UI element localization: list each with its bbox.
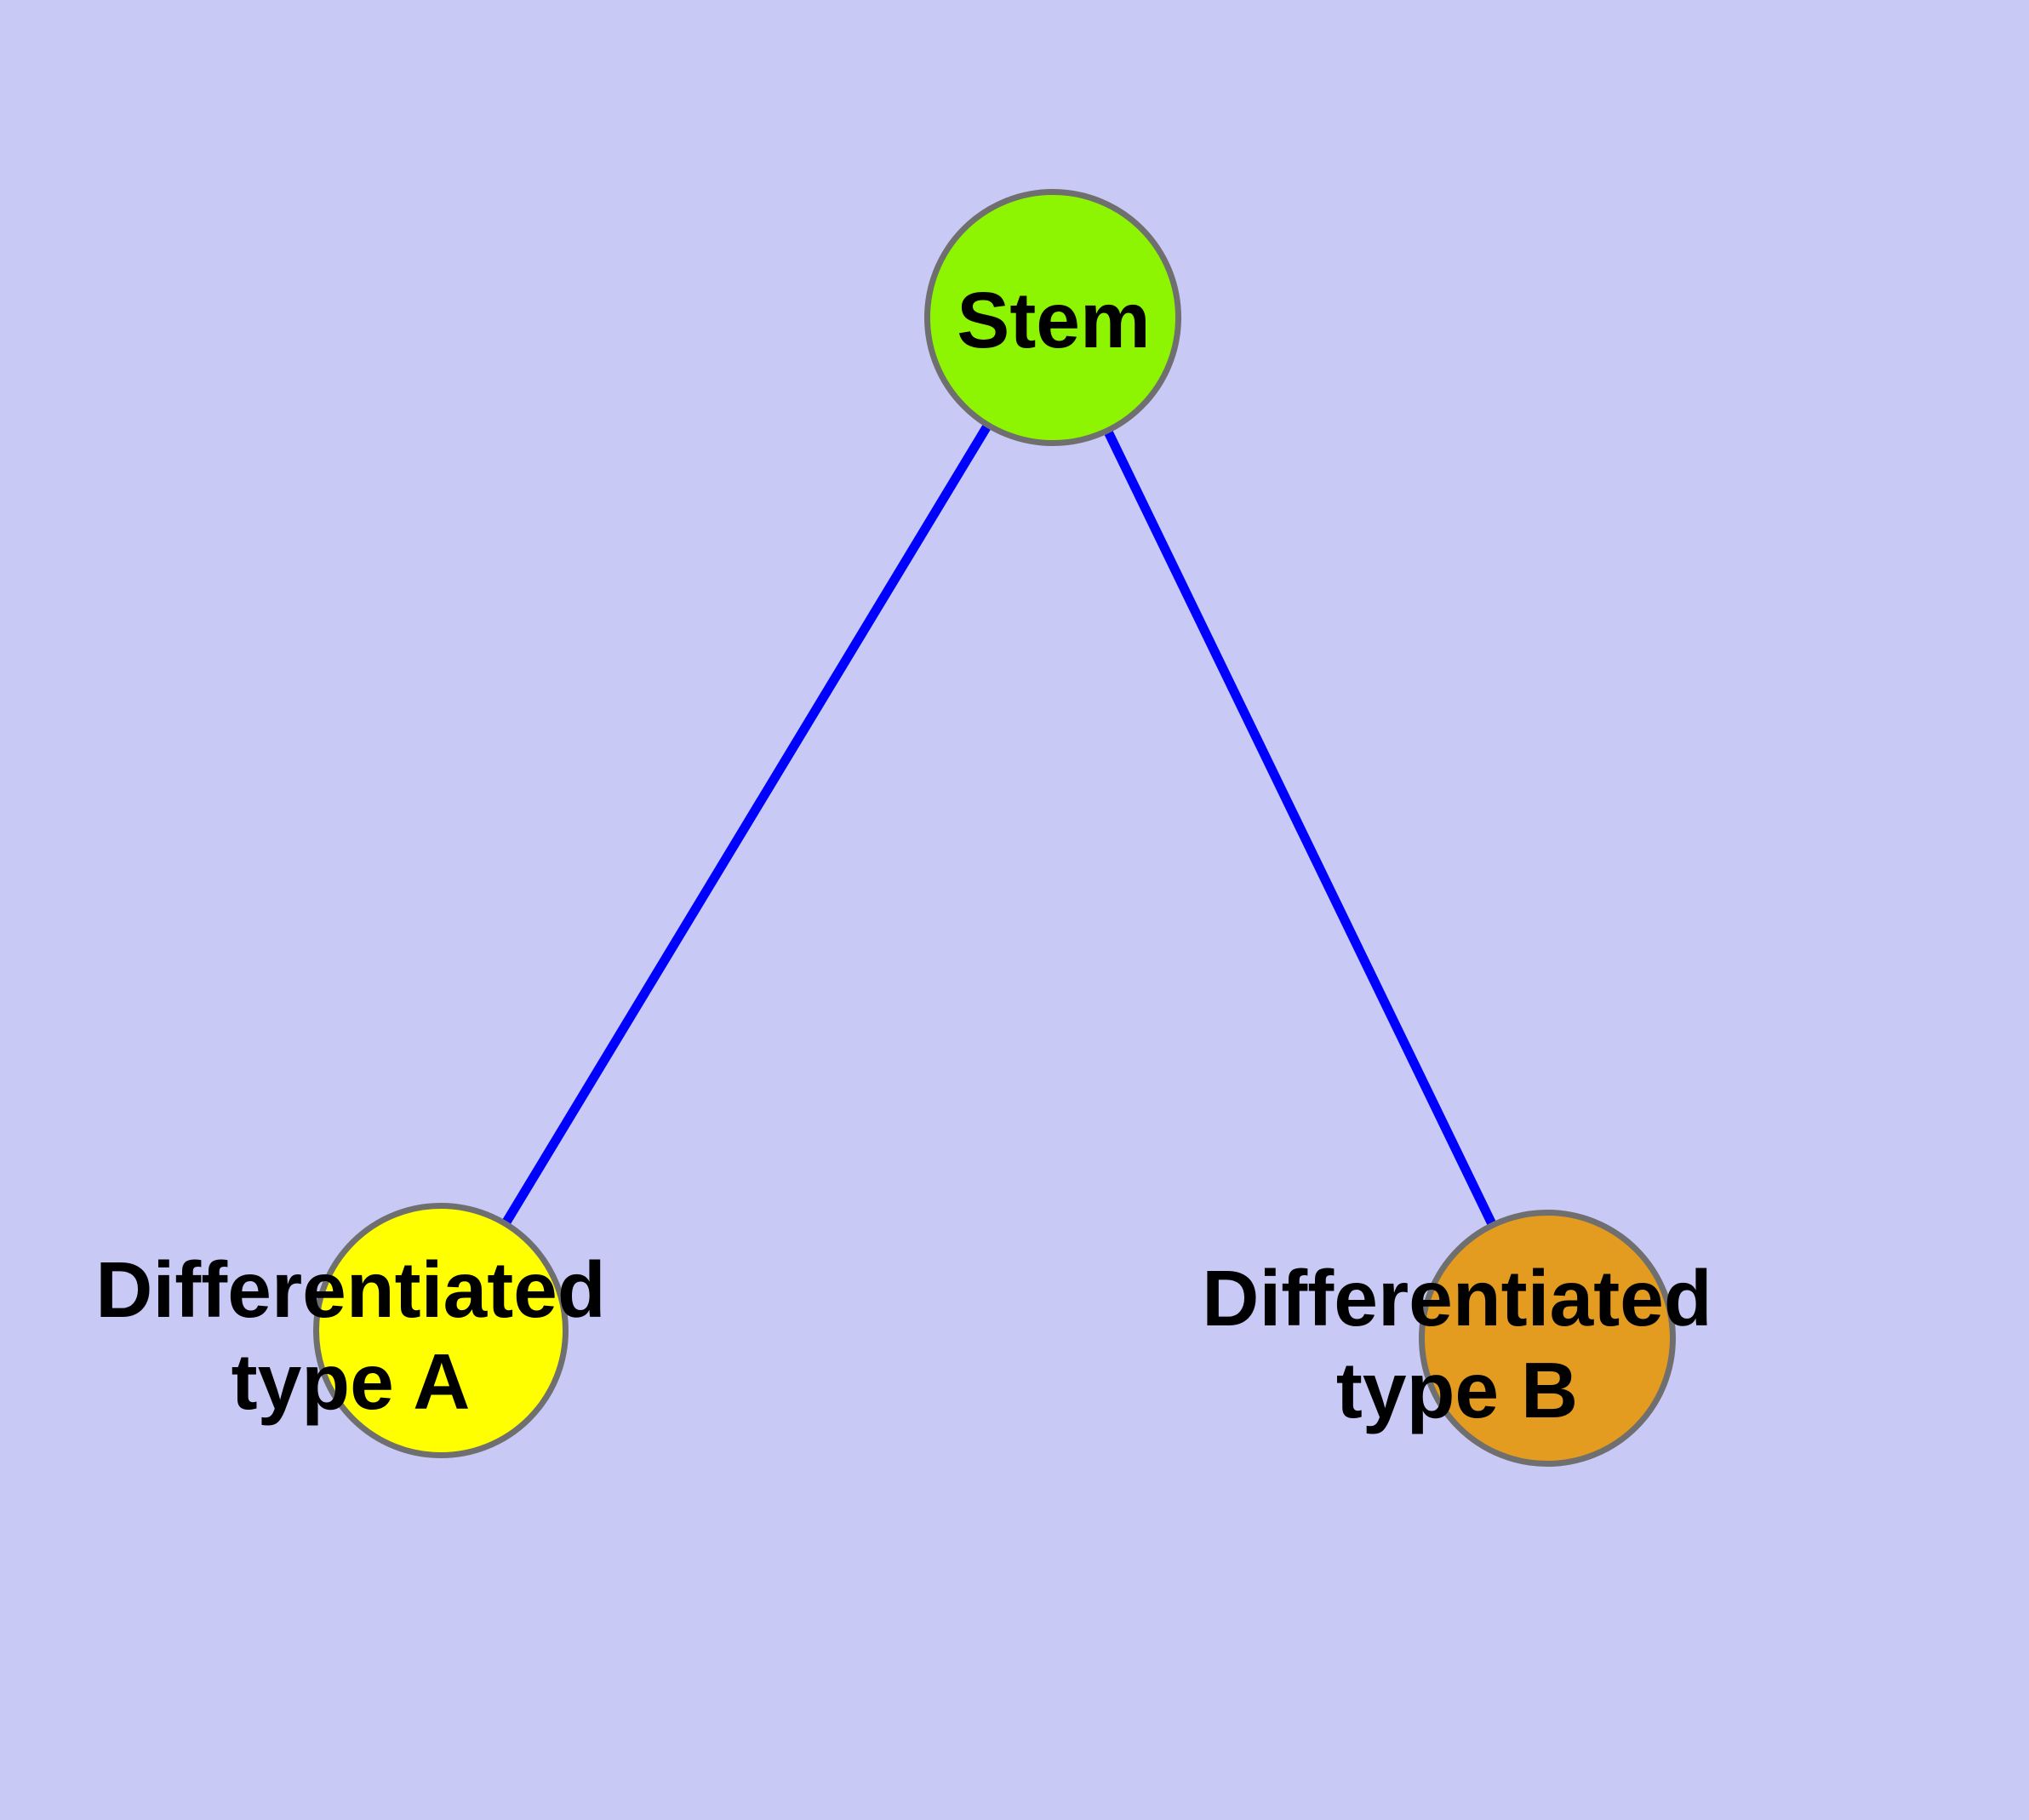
node-differentiated-type-b (1419, 1210, 1676, 1467)
node-label-differentiated-type-b: Differentiated type B (1202, 1254, 1712, 1434)
edge-stem-to-type-b (1049, 315, 1552, 1341)
node-stem (924, 189, 1181, 446)
edge-stem-to-type-a (437, 315, 1057, 1333)
node-label-differentiated-type-a: Differentiated type A (95, 1245, 606, 1426)
node-differentiated-type-a (313, 1203, 569, 1458)
node-label-stem: Stem (957, 276, 1151, 364)
